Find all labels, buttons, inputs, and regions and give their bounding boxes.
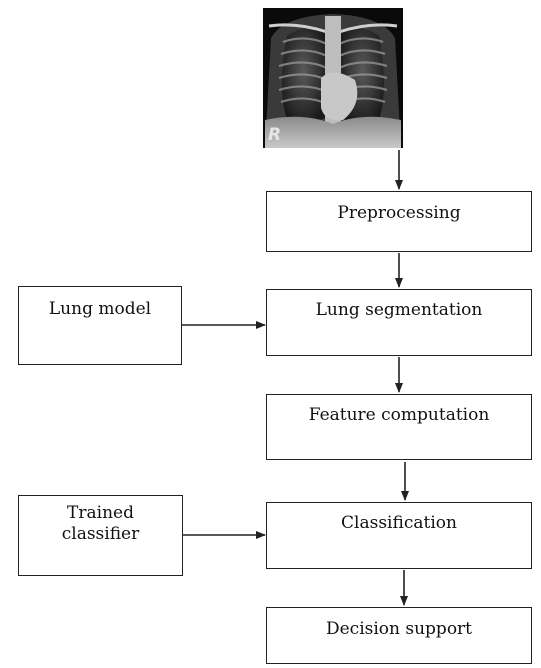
trained-classifier-label-line2: classifier [19,524,182,545]
lung-segmentation-box: Lung segmentation [266,289,532,356]
feature-computation-label: Feature computation [309,405,490,425]
lung-segmentation-label: Lung segmentation [316,300,483,320]
lung-model-box: Lung model [18,286,182,365]
decision-support-box: Decision support [266,607,532,664]
classification-label: Classification [341,513,457,533]
trained-classifier-box: Trained classifier [18,495,183,576]
chest-xray-image: R [263,8,403,148]
trained-classifier-label-line1: Trained [19,503,182,524]
preprocessing-label: Preprocessing [337,203,460,223]
lung-model-label: Lung model [49,299,151,319]
preprocessing-box: Preprocessing [266,191,532,252]
classification-box: Classification [266,502,532,569]
xray-marker-label: R [268,127,281,144]
feature-computation-box: Feature computation [266,394,532,460]
decision-support-label: Decision support [326,619,472,639]
